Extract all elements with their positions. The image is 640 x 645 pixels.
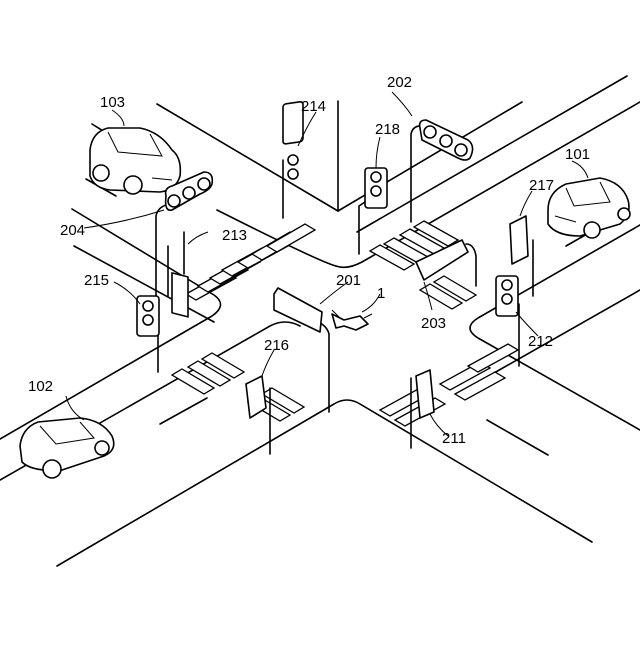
sign-216: [246, 376, 270, 454]
drone-1: [332, 310, 372, 330]
label-213: 213: [222, 227, 247, 244]
lane-markings: [86, 179, 608, 455]
label-212: 212: [528, 333, 553, 350]
road-edge: [470, 225, 640, 430]
label-214: 214: [301, 98, 326, 115]
label-216: 216: [264, 337, 289, 354]
label-218: 218: [375, 121, 400, 138]
label-217: 217: [529, 177, 554, 194]
label-103: 103: [100, 94, 125, 111]
label-215: 215: [84, 272, 109, 289]
label-102: 102: [28, 378, 53, 395]
lane-mark: [160, 398, 207, 424]
label-101: 101: [565, 146, 590, 163]
signal-215: [137, 296, 159, 372]
car-101: [548, 178, 630, 238]
label-203: 203: [421, 315, 446, 332]
label-202: 202: [387, 74, 412, 91]
signal-214: [283, 101, 303, 218]
label-drone-1: 1: [377, 285, 385, 302]
lane-mark: [487, 420, 548, 455]
label-204: 204: [60, 222, 85, 239]
label-201: 201: [336, 272, 361, 289]
sign-213: [168, 232, 188, 317]
signal-218: [359, 168, 387, 254]
car-103: [90, 128, 180, 194]
road-edge: [0, 209, 221, 439]
road-edge: [57, 400, 592, 566]
car-102: [20, 418, 114, 478]
label-211: 211: [442, 430, 466, 447]
